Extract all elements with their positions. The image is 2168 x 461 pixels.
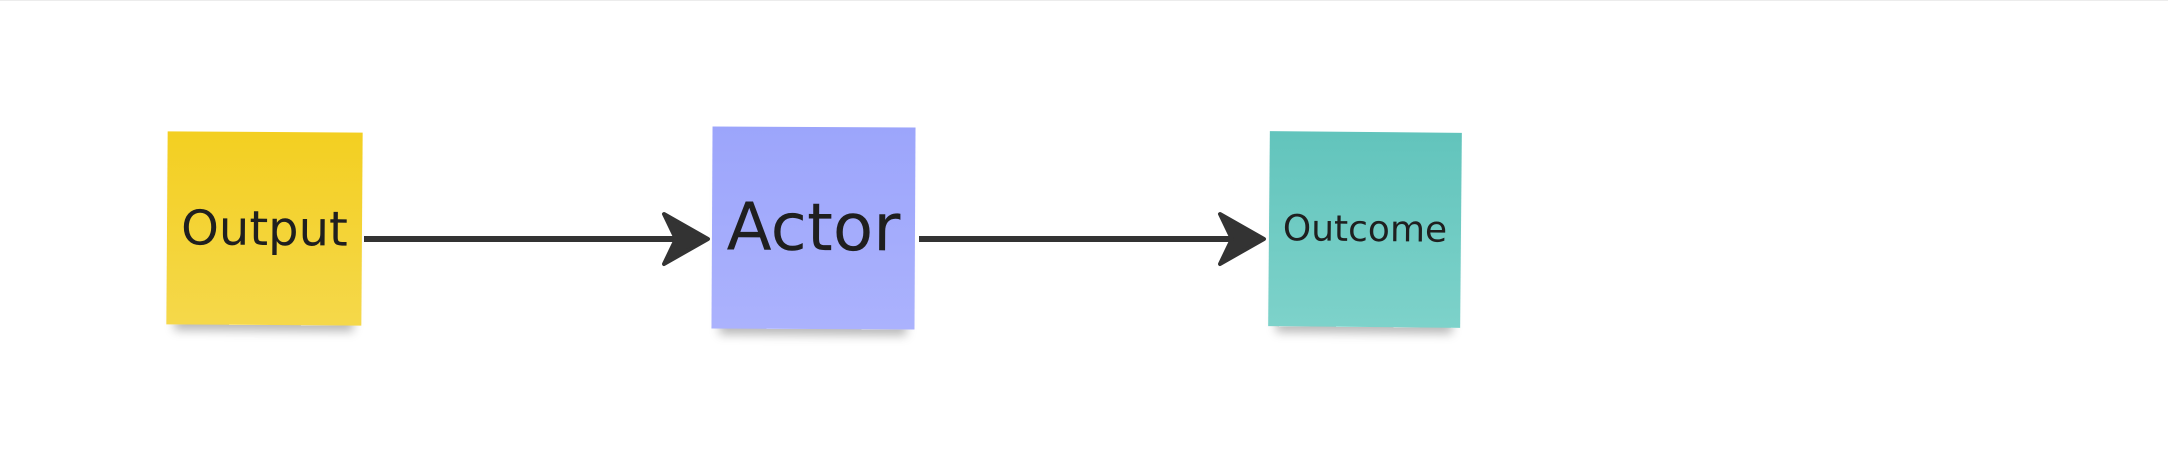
sticky-note-actor[interactable]: Actor	[711, 126, 916, 330]
sticky-note-outcome[interactable]: Outcome	[1268, 131, 1462, 328]
connector-output-to-actor[interactable]	[364, 212, 710, 266]
arrowhead-icon	[1218, 212, 1266, 266]
sticky-note-output[interactable]: Output	[166, 131, 363, 326]
sticky-note-label: Output	[180, 199, 349, 258]
arrowhead-icon	[662, 212, 710, 266]
sticky-note-label: Actor	[726, 188, 901, 267]
sticky-note-label: Outcome	[1282, 207, 1448, 251]
connector-actor-to-outcome[interactable]	[919, 212, 1266, 266]
